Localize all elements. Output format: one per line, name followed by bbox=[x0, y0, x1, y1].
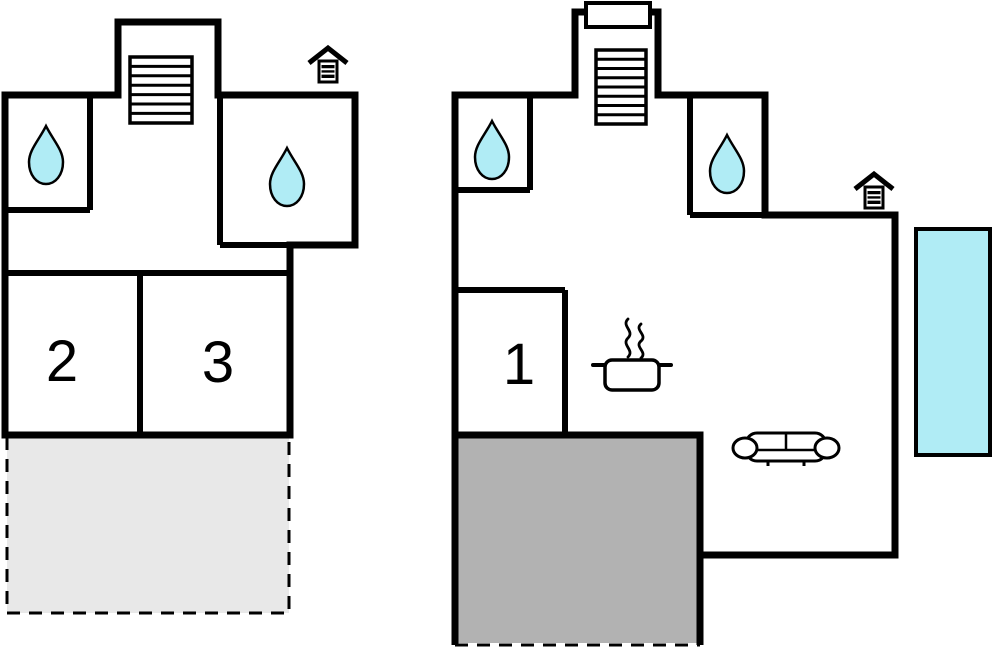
fireplace-icon bbox=[309, 48, 347, 82]
stove-icon bbox=[591, 317, 673, 392]
staircase-icon bbox=[594, 48, 648, 126]
pool bbox=[914, 227, 992, 457]
terrace-left bbox=[7, 437, 289, 613]
sofa-cushion-lines bbox=[756, 433, 816, 452]
pot-body bbox=[603, 358, 661, 392]
staircase-steps bbox=[596, 57, 646, 117]
room-label-1: 1 bbox=[503, 332, 535, 397]
interior-walls-right-plan bbox=[455, 95, 765, 435]
terrace-right bbox=[458, 438, 697, 643]
steam-line bbox=[637, 322, 645, 360]
terrace-left-dashed-border bbox=[5, 437, 291, 615]
sofa-icon bbox=[731, 431, 841, 466]
staircase-steps bbox=[130, 64, 192, 115]
steam-line bbox=[624, 317, 632, 359]
fireplace-icon bbox=[855, 174, 893, 208]
sofa-arm bbox=[813, 436, 841, 460]
entrance-icon bbox=[584, 1, 652, 29]
floor-plan-right: 1 bbox=[451, 1, 992, 647]
sofa-arm bbox=[731, 436, 759, 460]
interior-walls-left-plan bbox=[5, 95, 293, 435]
room-label-2: 2 bbox=[46, 329, 78, 394]
room-label-3: 3 bbox=[202, 330, 234, 395]
floor-plan-left: 2 3 bbox=[1, 18, 359, 615]
staircase-icon bbox=[128, 55, 194, 125]
